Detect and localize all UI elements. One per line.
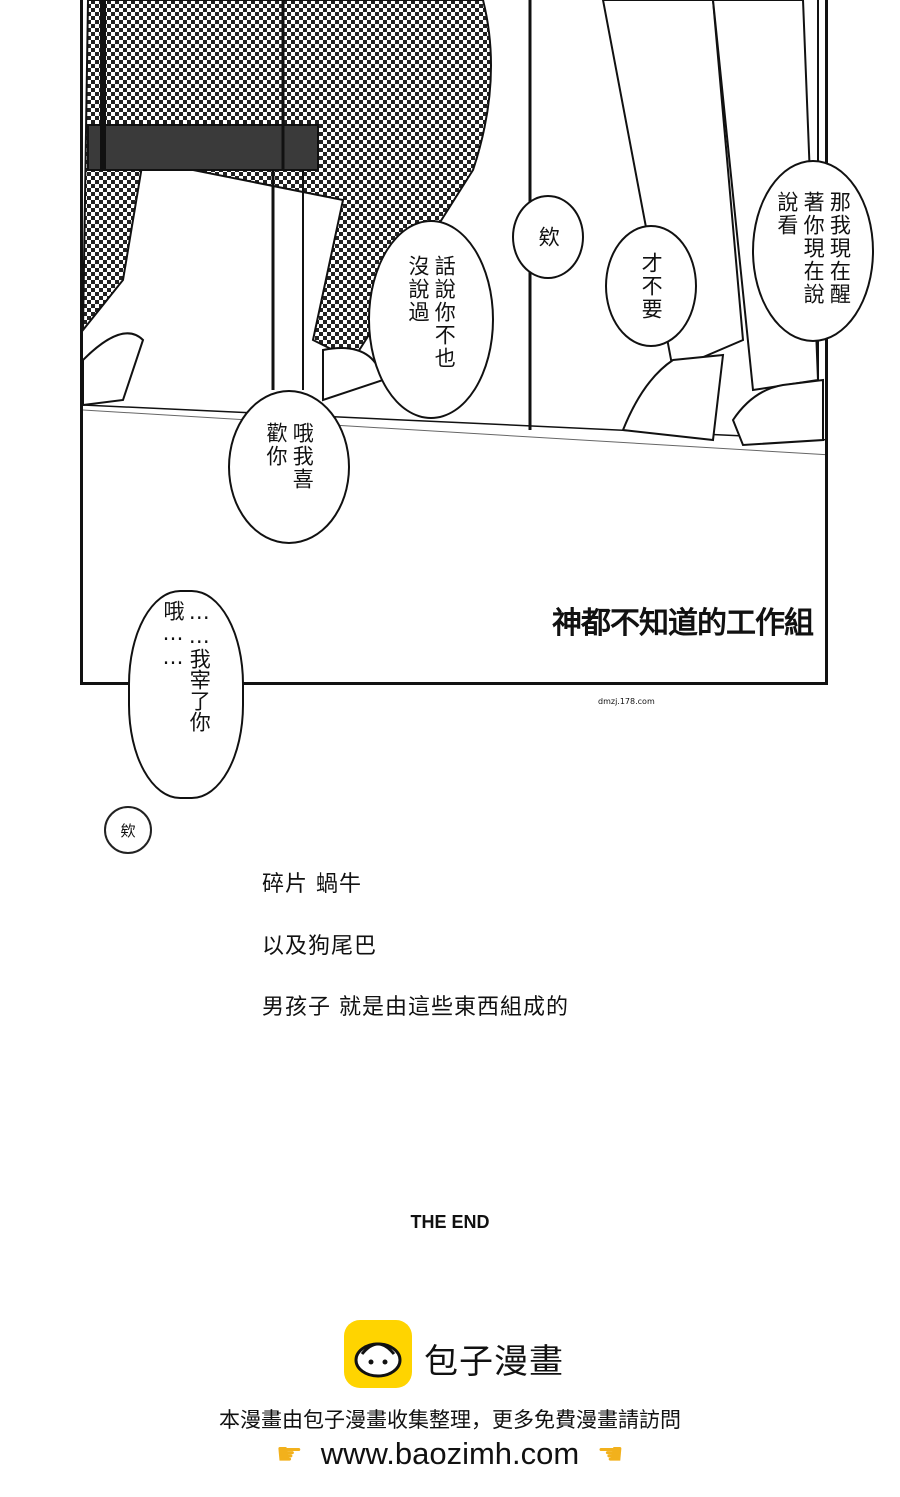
brand-name: 包子漫畫 <box>424 1342 564 1382</box>
url-row: ☛ www.baozimh.com ☛ <box>0 1436 900 1472</box>
speech-text: 那我現在醒著你現在說說看 <box>774 191 852 306</box>
speech-text: ……我宰了你哦…… <box>161 599 212 732</box>
pointing-hand-icon: ☛ <box>597 1436 625 1472</box>
speech-text: 哦我喜歡你 <box>264 422 315 491</box>
bun-icon <box>344 1320 412 1388</box>
speech-bubble: 才不要 <box>605 225 697 347</box>
site-url-link[interactable]: www.baozimh.com <box>320 1436 580 1471</box>
end-title: THE END <box>410 1212 490 1232</box>
scanlation-group-url: dmzj.178.com <box>598 697 655 706</box>
source-notice: 本漫畫由包子漫畫收集整理，更多免費漫畫請訪問 <box>219 1408 681 1432</box>
caption-line: 以及狗尾巴 <box>262 934 378 959</box>
speech-bubble: 哦我喜歡你 <box>228 390 350 544</box>
speech-bubble: ……我宰了你哦…… <box>128 590 244 799</box>
scanlation-group-logo: 神都不知道的工作組 <box>552 606 814 641</box>
speech-text: 欸 <box>536 225 561 249</box>
speech-bubble: 欸 <box>512 195 584 279</box>
speech-bubble: 話說你不也沒說過 <box>368 220 494 419</box>
caption-line: 碎片 蝸牛 <box>262 872 362 897</box>
speech-text: 才不要 <box>639 251 664 321</box>
caption-line: 男孩子 就是由這些東西組成的 <box>262 995 569 1020</box>
speech-bubble: 那我現在醒著你現在說說看 <box>752 160 874 342</box>
stamp: 欸 <box>104 806 152 854</box>
pointing-hand-icon: ☛ <box>275 1436 303 1472</box>
speech-text: 話說你不也沒說過 <box>406 254 457 370</box>
